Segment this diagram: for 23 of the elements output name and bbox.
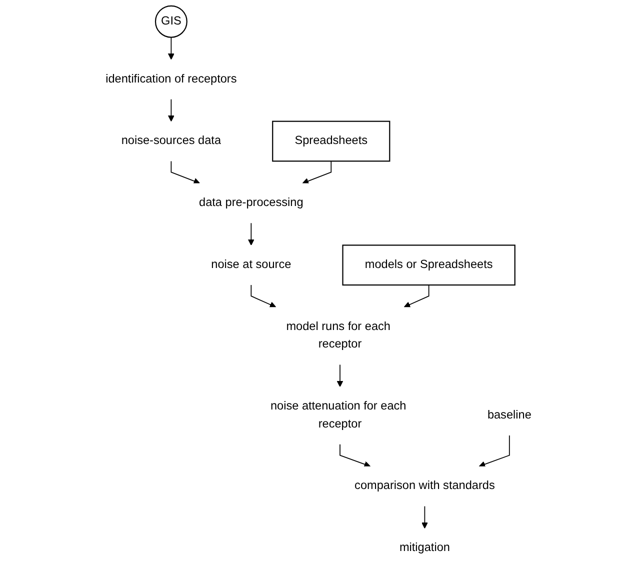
arrow	[421, 506, 428, 529]
arrow	[340, 444, 371, 468]
arrow	[478, 434, 510, 468]
node-box: models or Spreadsheets	[342, 244, 516, 286]
node-text: comparison with standards	[354, 480, 495, 492]
node-text: noise attenuation for each receptor	[270, 400, 406, 430]
node-text: identification of receptors	[106, 72, 237, 86]
node-circle: GIS	[154, 5, 188, 38]
node-box: Spreadsheets	[272, 120, 390, 162]
arrow	[168, 36, 174, 60]
node-text: mitigation	[399, 542, 450, 554]
arrow	[168, 98, 174, 122]
arrow	[302, 160, 332, 184]
node-text: noise-sources data	[121, 134, 222, 148]
node-text: baseline	[487, 408, 532, 422]
arrow	[404, 284, 430, 308]
arrow	[336, 364, 344, 388]
arrow	[250, 284, 276, 308]
node-text: noise at source	[211, 258, 292, 271]
node-text: data pre-processing	[199, 196, 304, 210]
node-text: model runs for each receptor	[286, 320, 390, 351]
arrow	[248, 222, 254, 246]
arrow	[170, 160, 200, 184]
